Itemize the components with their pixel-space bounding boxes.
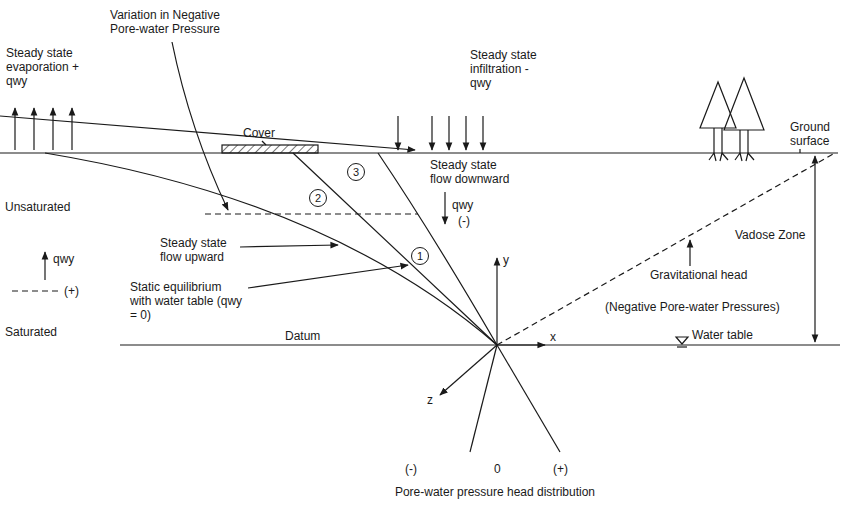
- datum-line: [120, 344, 840, 345]
- x-axis: [497, 344, 545, 345]
- text-label: qwy: [452, 198, 473, 212]
- tree-symbol: [700, 78, 764, 161]
- text-label: Static equilibrium with water table (qwy…: [130, 280, 245, 322]
- y-axis: [496, 258, 497, 345]
- text-label: qwy: [53, 252, 74, 266]
- text-label: Water table: [692, 328, 753, 342]
- gravitational-head-line: [497, 153, 835, 345]
- text-label: Pore-water pressure head distribution: [390, 485, 600, 499]
- infiltration-arrows: [0, 116, 483, 150]
- text-label: (+): [553, 462, 568, 476]
- leader-line: [240, 245, 338, 247]
- text-label: (+): [64, 284, 79, 298]
- text-label: 0: [494, 462, 501, 476]
- flow-arrow: [44, 252, 45, 280]
- water-table-symbol: [676, 337, 688, 344]
- callout-circle: 3: [347, 163, 365, 181]
- evaporation-arrows: [15, 108, 72, 150]
- leader-line: [172, 42, 228, 210]
- callout-circle: 1: [411, 247, 429, 265]
- cover-slab: [222, 145, 318, 153]
- profile-line: [470, 345, 497, 452]
- flow-arrow: [444, 192, 445, 224]
- text-label: Unsaturated: [5, 200, 70, 214]
- text-label: z: [427, 393, 433, 407]
- text-label: Saturated: [5, 325, 57, 339]
- text-label: Steady state flow downward: [430, 158, 520, 186]
- variation-line: [205, 213, 418, 214]
- leader-line: [262, 141, 266, 145]
- text-label: (Negative Pore-water Pressures): [605, 300, 780, 314]
- z-axis: [440, 345, 497, 395]
- callout-number: 3: [353, 167, 359, 178]
- callout-number: 1: [417, 251, 423, 262]
- text-label: (-): [458, 214, 470, 228]
- callout-number: 2: [315, 193, 321, 204]
- text-label: Cover: [243, 126, 275, 140]
- text-label: Ground surface: [790, 120, 852, 148]
- text-label: Steady state infiltration - qwy: [470, 48, 550, 90]
- text-label: Gravitational head: [650, 268, 747, 282]
- profile-curve: [45, 153, 497, 345]
- text-label: x: [550, 330, 556, 344]
- leader-line: [248, 265, 408, 288]
- text-label: y: [503, 253, 509, 267]
- text-label: Variation in Negative Pore-water Pressur…: [95, 8, 235, 36]
- text-label: Vadose Zone: [735, 228, 806, 242]
- text-label: Datum: [285, 329, 320, 343]
- boundary-line: [12, 290, 60, 291]
- dimension-arrow: [814, 156, 815, 342]
- ground-line: [0, 152, 838, 153]
- text-label: (-): [405, 462, 417, 476]
- text-label: Steady state flow upward: [160, 236, 240, 264]
- text-label: Steady state evaporation + qwy: [6, 46, 86, 88]
- callout-circle: 2: [309, 189, 327, 207]
- water-table-symbol: [677, 346, 687, 347]
- leader-line: [799, 149, 800, 153]
- profile-line: [497, 345, 560, 452]
- leader-line: [689, 240, 690, 266]
